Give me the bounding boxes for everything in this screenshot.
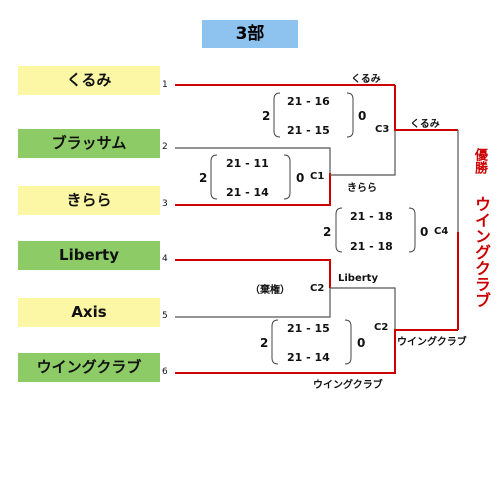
c2b-game-2: 21 - 14 (287, 351, 330, 364)
c4-loser-sets: 0 (420, 225, 429, 239)
c2-walkover-note: （棄権） (250, 285, 290, 296)
team-3-name: きらら (18, 186, 160, 215)
division-title: 3部 (202, 20, 298, 48)
c3-winner-label: くるみ (410, 119, 440, 130)
team-4-name: Liberty (18, 241, 160, 270)
c2b-match-id: C2 (374, 322, 389, 333)
c1-match-id: C1 (310, 171, 325, 182)
c3-winner-sets: 2 (262, 109, 271, 123)
team-6-name: ウイングクラブ (18, 353, 160, 382)
champion-name: ウイングクラブ (472, 196, 491, 308)
c2a-match-id: C2 (310, 283, 325, 294)
team-5-seed: 5 (162, 311, 168, 321)
c4-winner-sets: 2 (323, 225, 332, 239)
c3-game-1: 21 - 16 (287, 95, 330, 108)
c1-winner-label: きらら (347, 183, 377, 194)
team-1-name: くるみ (18, 66, 160, 95)
c2b-winner-sets: 2 (260, 336, 269, 350)
c2a-winner-label: Liberty (338, 273, 378, 284)
champion-heading: 優勝 (472, 148, 487, 174)
c2b-loser-sets: 0 (357, 336, 366, 350)
c2b-game-1: 21 - 15 (287, 322, 330, 335)
c3-seed1-advance-label: くるみ (351, 74, 381, 85)
c3-loser-sets: 0 (358, 109, 367, 123)
team-4-seed: 4 (162, 254, 168, 264)
c3-match-id: C3 (375, 124, 390, 135)
team-2-seed: 2 (162, 142, 168, 152)
team-2-name: ブラッサム (18, 129, 160, 158)
c1-loser-sets: 0 (296, 171, 305, 185)
c1-winner-sets: 2 (199, 171, 208, 185)
c4-game-1: 21 - 18 (350, 210, 393, 223)
c4-match-id: C4 (434, 226, 449, 237)
c1-game-1: 21 - 11 (226, 157, 269, 170)
team-5-name: Axis (18, 298, 160, 327)
c2b-winner-label: ウイングクラブ (397, 337, 467, 348)
c4-game-2: 21 - 18 (350, 240, 393, 253)
seed6-advance-label: ウイングクラブ (313, 380, 383, 391)
team-3-seed: 3 (162, 199, 168, 209)
c1-game-2: 21 - 14 (226, 186, 269, 199)
c3-game-2: 21 - 15 (287, 124, 330, 137)
team-1-seed: 1 (162, 80, 168, 90)
team-6-seed: 6 (162, 367, 168, 377)
